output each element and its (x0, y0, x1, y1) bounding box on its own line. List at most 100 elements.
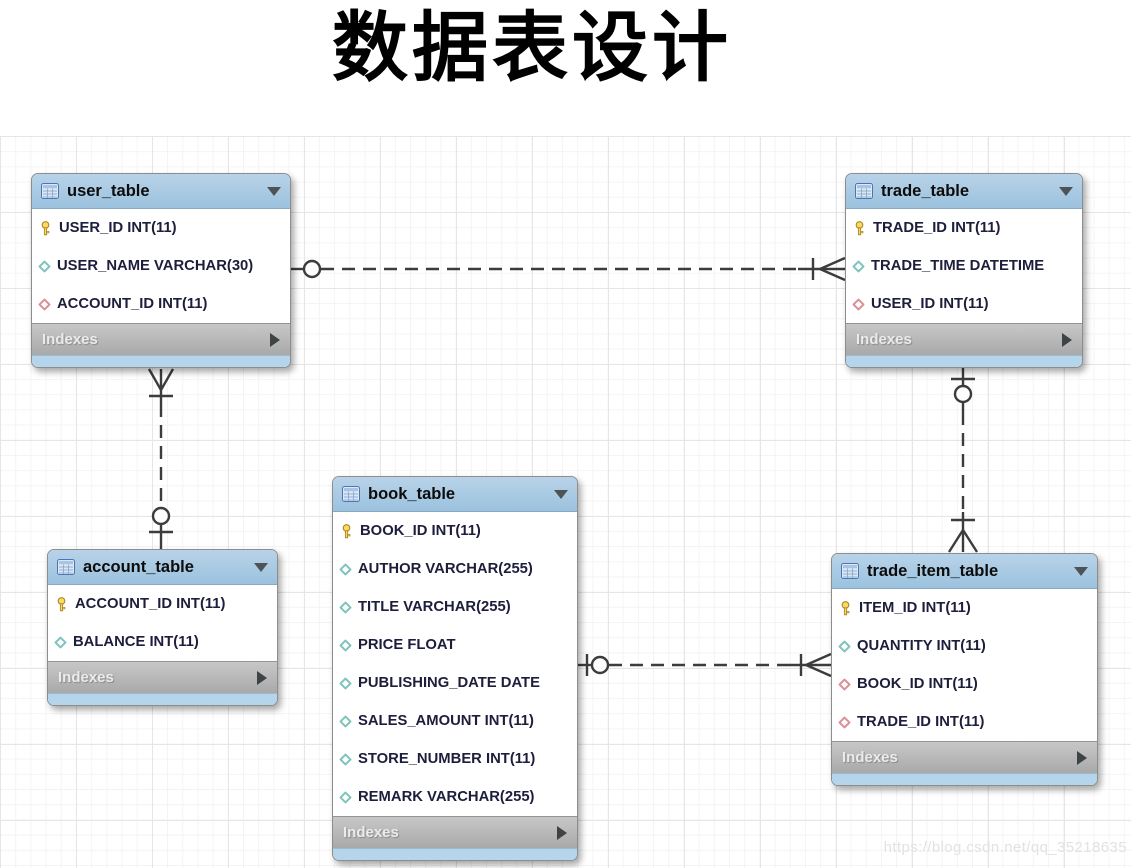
column-text: PUBLISHING_DATE DATE (358, 675, 540, 691)
column-row[interactable]: AUTHOR VARCHAR(255) (333, 550, 577, 588)
attribute-diamond-icon (339, 676, 352, 690)
expand-arrow-icon[interactable] (257, 670, 267, 685)
column-row[interactable]: PUBLISHING_DATE DATE (333, 664, 577, 702)
column-text: TRADE_ID INT(11) (873, 220, 1001, 236)
indexes-label: Indexes (842, 749, 898, 766)
column-text: SALES_AMOUNT INT(11) (358, 713, 534, 729)
column-row[interactable]: BALANCE INT(11) (48, 623, 277, 661)
table-trade_table[interactable]: trade_table TRADE_ID INT(11) TRADE_TIME … (845, 173, 1083, 368)
column-row[interactable]: REMARK VARCHAR(255) (333, 778, 577, 816)
indexes-bar[interactable]: Indexes (832, 741, 1097, 773)
column-text: ACCOUNT_ID INT(11) (75, 596, 226, 612)
column-row[interactable]: TRADE_TIME DATETIME (846, 247, 1082, 285)
table-name: user_table (67, 181, 150, 200)
table-name: trade_item_table (867, 561, 999, 580)
column-row[interactable]: SALES_AMOUNT INT(11) (333, 702, 577, 740)
table-header[interactable]: trade_table (846, 174, 1082, 209)
table-grid-icon (342, 486, 360, 502)
indexes-bar[interactable]: Indexes (32, 323, 290, 355)
attribute-diamond-icon (838, 639, 851, 653)
indexes-bar[interactable]: Indexes (48, 661, 277, 693)
table-columns: BOOK_ID INT(11) AUTHOR VARCHAR(255) TITL… (333, 512, 577, 816)
table-header[interactable]: trade_item_table (832, 554, 1097, 589)
column-text: USER_ID INT(11) (871, 296, 989, 312)
table-footer (48, 693, 277, 705)
column-row[interactable]: USER_ID INT(11) (32, 209, 290, 247)
foreign-key-diamond-icon (838, 677, 851, 691)
table-columns: TRADE_ID INT(11) TRADE_TIME DATETIME USE… (846, 209, 1082, 323)
indexes-bar[interactable]: Indexes (333, 816, 577, 848)
column-row[interactable]: TRADE_ID INT(11) (832, 703, 1097, 741)
attribute-diamond-icon (339, 638, 352, 652)
column-text: PRICE FLOAT (358, 637, 456, 653)
column-text: ACCOUNT_ID INT(11) (57, 296, 208, 312)
table-header[interactable]: account_table (48, 550, 277, 585)
attribute-diamond-icon (339, 790, 352, 804)
collapse-triangle-icon[interactable] (1059, 186, 1073, 196)
table-grid-icon (57, 559, 75, 575)
collapse-triangle-icon[interactable] (267, 186, 281, 196)
column-text: STORE_NUMBER INT(11) (358, 751, 536, 767)
collapse-triangle-icon[interactable] (254, 562, 268, 572)
collapse-triangle-icon[interactable] (554, 489, 568, 499)
table-trade_item_table[interactable]: trade_item_table ITEM_ID INT(11) QUANTIT… (831, 553, 1098, 786)
foreign-key-diamond-icon (38, 297, 51, 311)
table-header[interactable]: book_table (333, 477, 577, 512)
table-name: account_table (83, 557, 194, 576)
column-text: ITEM_ID INT(11) (859, 600, 971, 616)
table-columns: ACCOUNT_ID INT(11) BALANCE INT(11) (48, 585, 277, 661)
foreign-key-diamond-icon (838, 715, 851, 729)
indexes-bar[interactable]: Indexes (846, 323, 1082, 355)
table-columns: ITEM_ID INT(11) QUANTITY INT(11) BOOK_ID… (832, 589, 1097, 741)
column-text: TITLE VARCHAR(255) (358, 599, 511, 615)
table-grid-icon (41, 183, 59, 199)
column-row[interactable]: USER_NAME VARCHAR(30) (32, 247, 290, 285)
expand-arrow-icon[interactable] (1077, 750, 1087, 765)
primary-key-icon (340, 523, 353, 539)
table-grid-icon (841, 563, 859, 579)
column-text: TRADE_ID INT(11) (857, 714, 985, 730)
column-text: QUANTITY INT(11) (857, 638, 986, 654)
table-footer (32, 355, 290, 367)
expand-arrow-icon[interactable] (557, 825, 567, 840)
attribute-diamond-icon (54, 635, 67, 649)
table-user_table[interactable]: user_table USER_ID INT(11) USER_NAME VAR… (31, 173, 291, 368)
primary-key-icon (55, 596, 68, 612)
indexes-label: Indexes (343, 824, 399, 841)
indexes-label: Indexes (58, 669, 114, 686)
column-row[interactable]: ACCOUNT_ID INT(11) (48, 585, 277, 623)
column-row[interactable]: ACCOUNT_ID INT(11) (32, 285, 290, 323)
table-book_table[interactable]: book_table BOOK_ID INT(11) AUTHOR VARCHA… (332, 476, 578, 861)
column-row[interactable]: BOOK_ID INT(11) (832, 665, 1097, 703)
expand-arrow-icon[interactable] (270, 332, 280, 347)
table-header[interactable]: user_table (32, 174, 290, 209)
column-row[interactable]: TRADE_ID INT(11) (846, 209, 1082, 247)
attribute-diamond-icon (852, 259, 865, 273)
table-footer (333, 848, 577, 860)
primary-key-icon (39, 220, 52, 236)
page-title: 数据表设计 (332, 3, 732, 92)
primary-key-icon (839, 600, 852, 616)
table-name: book_table (368, 484, 456, 503)
attribute-diamond-icon (339, 600, 352, 614)
column-row[interactable]: PRICE FLOAT (333, 626, 577, 664)
collapse-triangle-icon[interactable] (1074, 566, 1088, 576)
table-name: trade_table (881, 181, 970, 200)
column-text: BALANCE INT(11) (73, 634, 199, 650)
column-row[interactable]: USER_ID INT(11) (846, 285, 1082, 323)
table-columns: USER_ID INT(11) USER_NAME VARCHAR(30) AC… (32, 209, 290, 323)
column-row[interactable]: TITLE VARCHAR(255) (333, 588, 577, 626)
column-row[interactable]: QUANTITY INT(11) (832, 627, 1097, 665)
attribute-diamond-icon (339, 752, 352, 766)
column-text: USER_ID INT(11) (59, 220, 177, 236)
expand-arrow-icon[interactable] (1062, 332, 1072, 347)
column-row[interactable]: STORE_NUMBER INT(11) (333, 740, 577, 778)
column-text: TRADE_TIME DATETIME (871, 258, 1045, 274)
table-grid-icon (855, 183, 873, 199)
column-row[interactable]: BOOK_ID INT(11) (333, 512, 577, 550)
column-row[interactable]: ITEM_ID INT(11) (832, 589, 1097, 627)
column-text: USER_NAME VARCHAR(30) (57, 258, 254, 274)
primary-key-icon (853, 220, 866, 236)
table-account_table[interactable]: account_table ACCOUNT_ID INT(11) BALANCE… (47, 549, 278, 706)
